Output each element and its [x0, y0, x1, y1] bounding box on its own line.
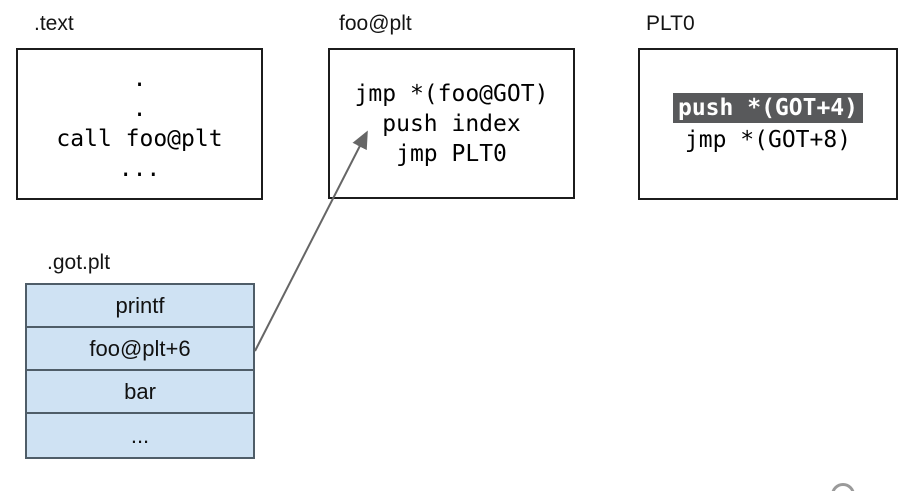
- foo-plt-code-line: push index: [382, 110, 521, 137]
- plt0-code-line: jmp *(GOT+8): [684, 127, 852, 153]
- plt0-highlighted-instruction: push *(GOT+4): [672, 93, 863, 123]
- partial-circle-logo: [831, 483, 855, 491]
- text-code-line: .: [132, 66, 147, 92]
- plt0-section-box: push *(GOT+4) jmp *(GOT+8): [638, 48, 898, 200]
- text-code-line: .: [132, 96, 147, 122]
- foo-plt-code-line: jmp *(foo@GOT): [354, 80, 549, 107]
- foo-plt-section-box: jmp *(foo@GOT) push index jmp PLT0: [328, 48, 575, 199]
- text-code-line: ...: [118, 156, 161, 182]
- got-row-ellipsis: ...: [27, 414, 253, 457]
- got-plt-section-label: .got.plt: [47, 251, 111, 274]
- foo-plt-section-label: foo@plt: [339, 12, 412, 35]
- text-section-label: .text: [34, 12, 74, 35]
- got-row-printf: printf: [27, 285, 253, 328]
- text-code-line: call foo@plt: [56, 126, 223, 152]
- text-section-box: . . call foo@plt ...: [16, 48, 263, 200]
- foo-plt-code-line: jmp PLT0: [396, 140, 507, 167]
- got-plt-table: printf foo@plt+6 bar ...: [25, 283, 255, 459]
- plt0-section-label: PLT0: [646, 12, 695, 35]
- got-row-foo-plt-6: foo@plt+6: [27, 328, 253, 371]
- got-row-bar: bar: [27, 371, 253, 414]
- plt0-highlighted-line-wrap: push *(GOT+4): [672, 92, 863, 124]
